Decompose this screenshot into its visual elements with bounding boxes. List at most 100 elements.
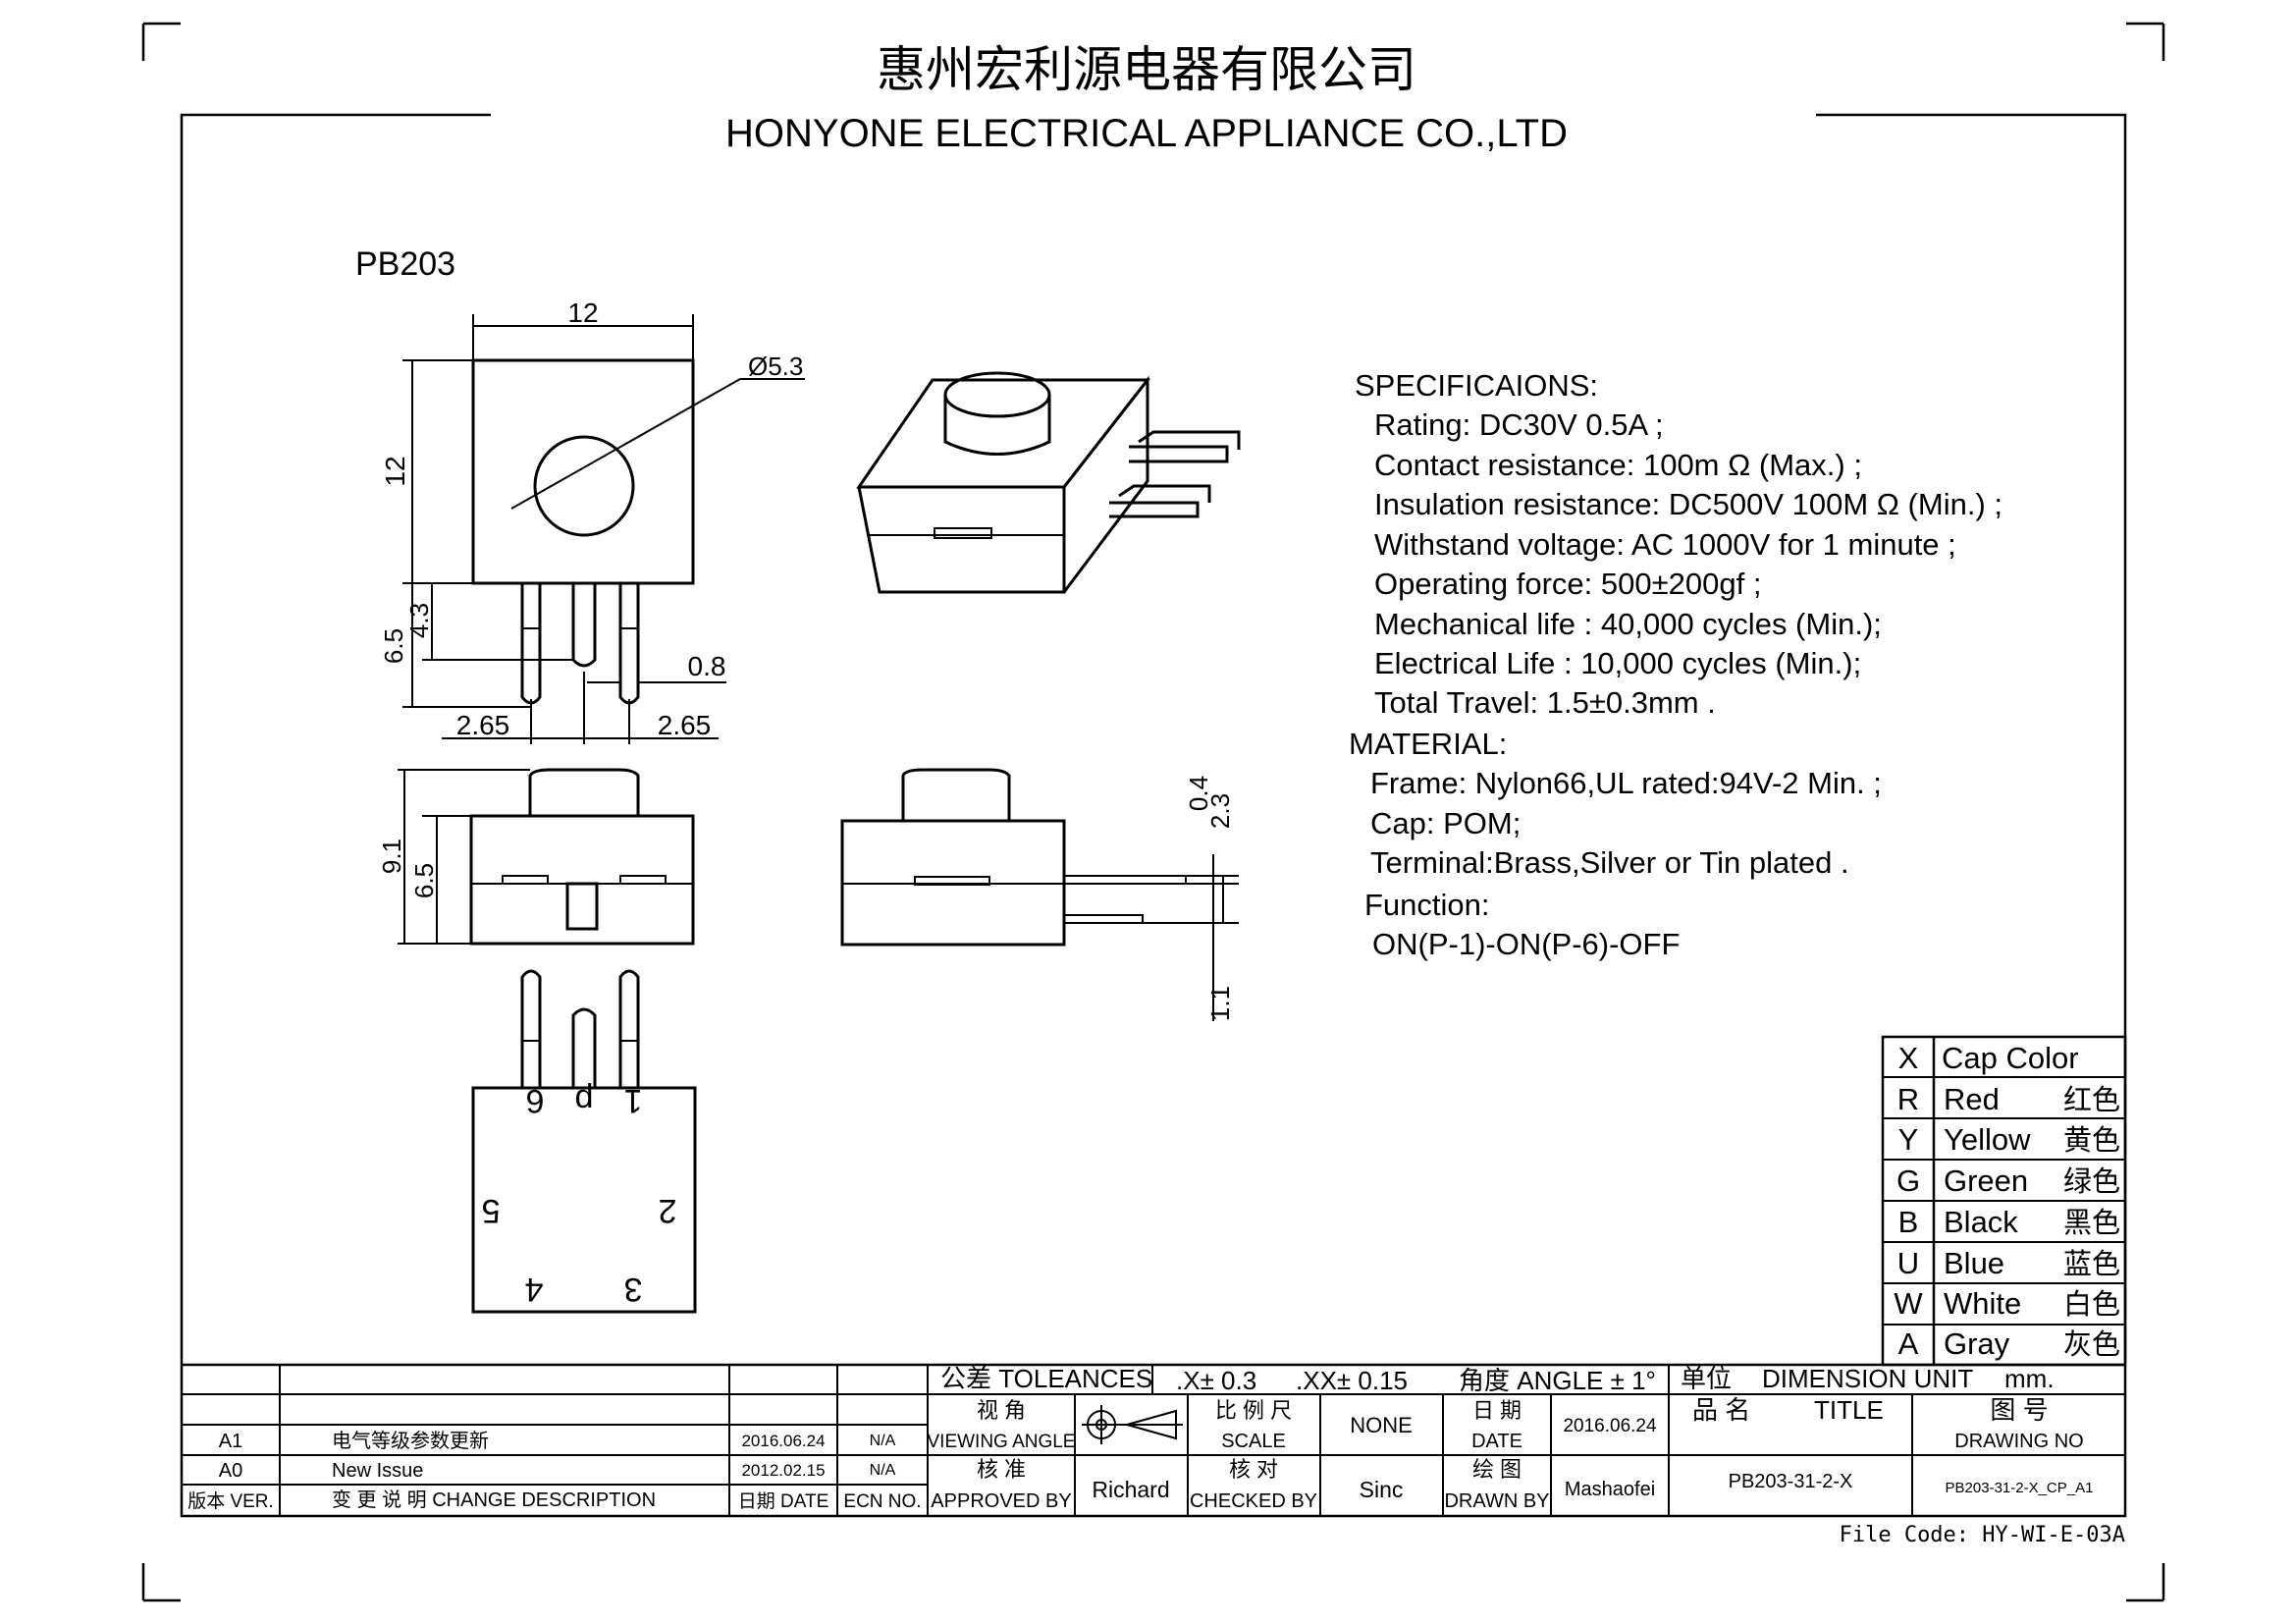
dim-pin-width: 0.8 [688,651,726,681]
cap-color-en: Blue [1944,1246,2004,1280]
projection-symbol-icon [1082,1405,1183,1444]
revision-date: 2012.02.15 [741,1461,825,1480]
function-line: ON(P-1)-ON(P-6)-OFF [1372,927,1680,961]
cap-color-code: R [1897,1082,1919,1116]
file-code: File Code: HY-WI-E-03A [1840,1523,2125,1547]
top-view: Ø5.3 12 12 6.5 4.3 0.8 2.65 2.65 [379,298,805,744]
revision-ecn: N/A [870,1433,896,1449]
cap-color-code: B [1898,1205,1919,1239]
spec-line: Contact resistance: 100m Ω (Max.) ; [1374,448,1862,482]
dim-side-cap: 0.4 [1184,776,1213,811]
company-name-en: HONYONE ELECTRICAL APPLIANCE CO.,LTD [725,112,1568,155]
spec-line: Withstand voltage: AC 1000V for 1 minute… [1374,527,1956,562]
viewing-angle-cn: 视 角 [977,1398,1026,1423]
material-heading: MATERIAL: [1349,727,1507,761]
cap-color-en: Yellow [1944,1122,2031,1157]
revision-ver: A1 [219,1431,242,1452]
date-cn: 日 期 [1472,1398,1522,1423]
side-view: 0.4 2.3 1.1 [840,768,1239,1021]
pin-label-5: 5 [482,1192,501,1229]
title-block: 公差 TOLEANCES .X± 0.3 .XX± 0.15 角度 ANGLE … [182,1363,2125,1516]
cap-color-code: G [1896,1164,1920,1198]
checked-value: Sinc [1360,1477,1404,1502]
cap-color-header-label: Cap Color [1942,1041,2079,1075]
dim-cap-dia: Ø5.3 [748,352,803,381]
approved-cn: 核 准 [977,1457,1026,1482]
cap-color-code: W [1894,1286,1923,1321]
drawing-no-en: DRAWING NO [1954,1431,2083,1452]
checked-cn: 核 对 [1229,1457,1278,1482]
isometric-view [856,371,1241,594]
cap-color-cn: 红色 [2063,1084,2120,1116]
unit-label-en: DIMENSION UNIT [1762,1364,1973,1393]
viewing-angle-en: VIEWING ANGLE [928,1432,1076,1452]
bottom-view: 6 p 1 5 2 4 3 [471,969,697,1314]
scale-cn: 比 例 尺 [1215,1398,1292,1423]
cap-color-cn: 绿色 [2063,1165,2120,1198]
revision-ver: A0 [219,1460,242,1482]
dim-pin-total: 6.5 [379,628,408,664]
drawn-en: DRAWN BY [1444,1490,1549,1512]
pin-label-3: 3 [624,1271,643,1308]
cap-color-cn: 蓝色 [2063,1248,2120,1280]
cap-color-en: Red [1944,1082,2000,1116]
dim-pin-short: 4.3 [404,603,434,638]
spec-line: Operating force: 500±200gf ; [1374,567,1761,601]
revision-desc: 电气等级参数更新 [332,1430,489,1452]
spec-heading: SPECIFICAIONS: [1355,368,1598,403]
cap-color-cn: 黄色 [2063,1124,2120,1157]
material-line: Terminal:Brass,Silver or Tin plated . [1370,845,1849,880]
tolerance-x: .X± 0.3 [1176,1366,1256,1395]
title-en: TITLE [1814,1395,1884,1425]
unit-label-cn: 单位 [1681,1364,1732,1393]
drawn-value: Mashaofei [1565,1479,1655,1500]
dim-side-body: 6.5 [409,863,439,898]
revision-desc: New Issue [332,1460,423,1482]
cap-color-header-code: X [1898,1041,1919,1075]
dim-pitch-left: 2.65 [456,710,510,740]
drawn-cn: 绘 图 [1472,1457,1522,1482]
function-heading: Function: [1364,888,1490,922]
model-label: PB203 [355,245,455,283]
approved-en: APPROVED BY [931,1490,1071,1512]
rev-header-ecn: ECN NO. [843,1491,921,1512]
rev-header-date: 日期 DATE [738,1490,829,1512]
dim-side-cap2: 2.3 [1205,793,1235,829]
company-name-cn: 惠州宏利源电器有限公司 [877,42,1416,97]
corner-marks [141,22,2165,1602]
cap-color-code: U [1897,1246,1919,1280]
title-value: PB203-31-2-X [1729,1471,1853,1492]
spec-line: Total Travel: 1.5±0.3mm . [1374,685,1716,720]
cap-color-table: X Cap Color R Red 红色 Y Yellow 黄色 G Green… [1881,1035,2127,1367]
drawing-no-cn: 图 号 [1990,1395,2048,1425]
checked-en: CHECKED BY [1190,1490,1317,1512]
dim-top-height: 12 [380,456,410,486]
cap-color-en: Gray [1944,1326,2010,1361]
dim-side-pin: 1.1 [1205,986,1235,1021]
dim-top-width: 12 [567,298,598,328]
spec-line: Insulation resistance: DC500V 100M Ω (Mi… [1374,487,2002,521]
revision-ecn: N/A [870,1462,896,1479]
drawing-no-value: PB203-31-2-X_CP_A1 [1946,1480,2094,1496]
pin-label-6: 6 [526,1082,545,1119]
rev-header-ver: 版本 VER. [187,1490,274,1512]
dim-side-total: 9.1 [377,839,406,874]
scale-en: SCALE [1221,1431,1286,1452]
unit-value: mm. [2004,1364,2055,1393]
cap-color-cn: 白色 [2063,1288,2120,1321]
main-frame [180,113,2127,1518]
tolerances-label: 公差 TOLEANCES [940,1364,1152,1393]
cap-color-code: A [1898,1326,1919,1361]
pin-label-2: 2 [659,1192,677,1229]
cap-color-en: Green [1944,1164,2028,1198]
specifications: SPECIFICAIONS: Rating: DC30V 0.5A ; Cont… [1349,368,2002,961]
pin-label-1: 1 [624,1082,643,1119]
front-view: 9.1 6.5 [377,768,695,946]
pin-label-4: 4 [525,1271,544,1308]
scale-value: NONE [1350,1413,1413,1437]
cap-color-code: Y [1898,1122,1919,1157]
cap-color-en: Black [1944,1205,2018,1239]
title-cn: 品 名 [1692,1395,1750,1425]
material-line: Cap: POM; [1370,806,1521,840]
dim-pitch-right: 2.65 [658,710,712,740]
